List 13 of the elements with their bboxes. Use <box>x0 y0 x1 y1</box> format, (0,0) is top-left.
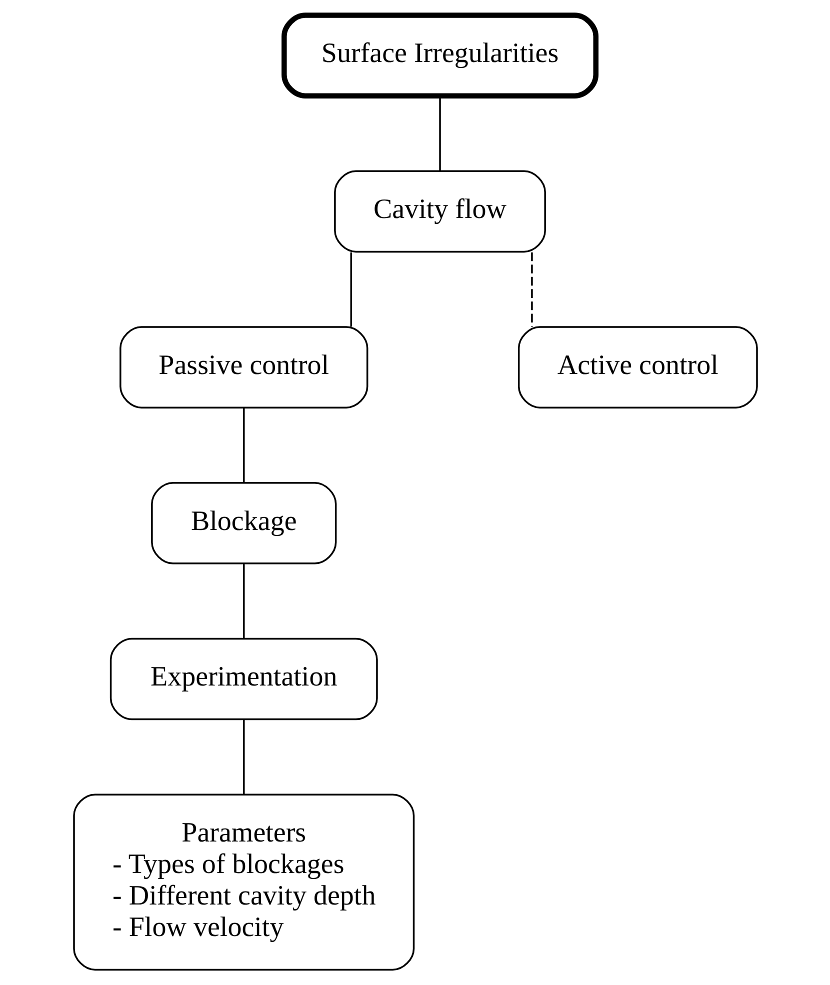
connector <box>242 720 244 795</box>
node-box: Experimentation <box>109 638 378 720</box>
connector <box>438 96 440 171</box>
node-box: Parameters - Types of blockages - Different cavity depth - Flow velocity <box>72 794 414 971</box>
node-box: Passive control <box>119 326 368 408</box>
node-box: Surface Irregularities <box>281 12 598 98</box>
connector <box>530 252 532 327</box>
connector <box>242 408 244 482</box>
node-box: Active control <box>517 326 758 408</box>
node-box: Cavity flow <box>334 170 546 253</box>
connector <box>350 252 352 327</box>
connector <box>242 564 244 638</box>
node-box: Blockage <box>150 482 336 564</box>
